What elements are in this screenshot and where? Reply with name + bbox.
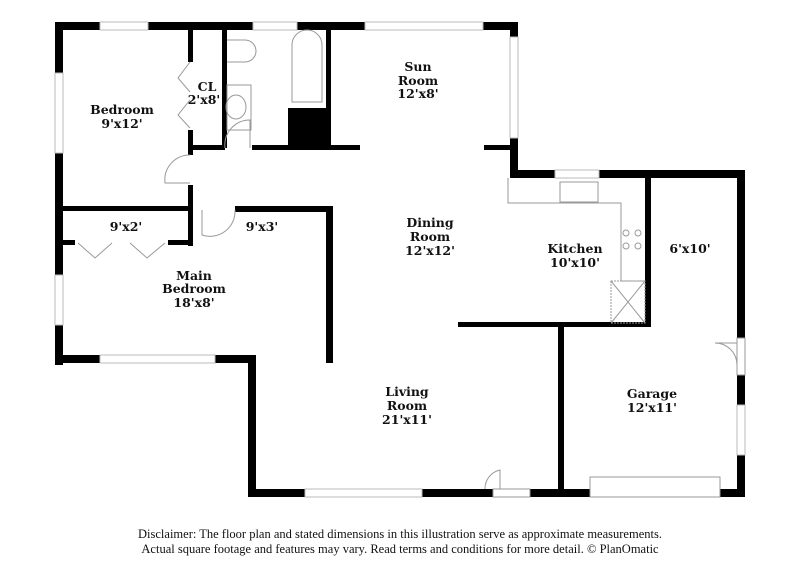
dining-room-name-1: Dining [406,215,454,230]
living-room-name-2: Room [387,398,427,413]
dining-room-name-2: Room [410,229,450,244]
sun-room-size: 12'x8' [397,86,438,101]
doors [77,61,746,498]
sun-room-name-1: Sun [404,59,431,74]
main-bedroom-name-2: Bedroom [162,281,226,296]
closet-name: CL [198,79,217,94]
living-room-size: 21'x11' [382,412,432,427]
main-bedroom-size: 18'x8' [173,295,214,310]
sun-room-name-2: Room [398,73,438,88]
kitchen-size: 10'x10' [550,255,600,270]
refrigerator-icon [610,280,646,324]
garage-size: 12'x11' [627,400,677,415]
kitchen-sink-icon [559,181,599,203]
garage-name: Garage [627,386,677,401]
bathtub-icon [291,29,323,103]
main-bedroom-name-1: Main [176,268,212,283]
disclaimer-line-2: Actual square footage and features may v… [141,542,659,556]
closet-hall-size: 9'x3' [246,219,279,234]
living-room-name-1: Living [385,384,429,399]
bedroom-size: 9'x12' [101,116,142,131]
closet-size: 2'x8' [188,92,221,107]
closet-main-size: 9'x2' [110,219,143,234]
stove-burner-icon [622,229,630,237]
sink-icon [225,94,247,120]
dining-room-size: 12'x12' [405,243,455,258]
disclaimer-line-1: Disclaimer: The floor plan and stated di… [138,527,662,541]
vanity-icon [226,84,252,131]
windows [54,21,746,498]
storage-size: 6'x10' [669,241,710,256]
toilet-icon [227,39,257,63]
kitchen-name: Kitchen [547,241,602,256]
room-labels: Bedroom 9'x12' CL 2'x8' Sun Room 12'x8' … [90,59,710,427]
fixtures [225,29,646,324]
bedroom-name: Bedroom [90,102,154,117]
